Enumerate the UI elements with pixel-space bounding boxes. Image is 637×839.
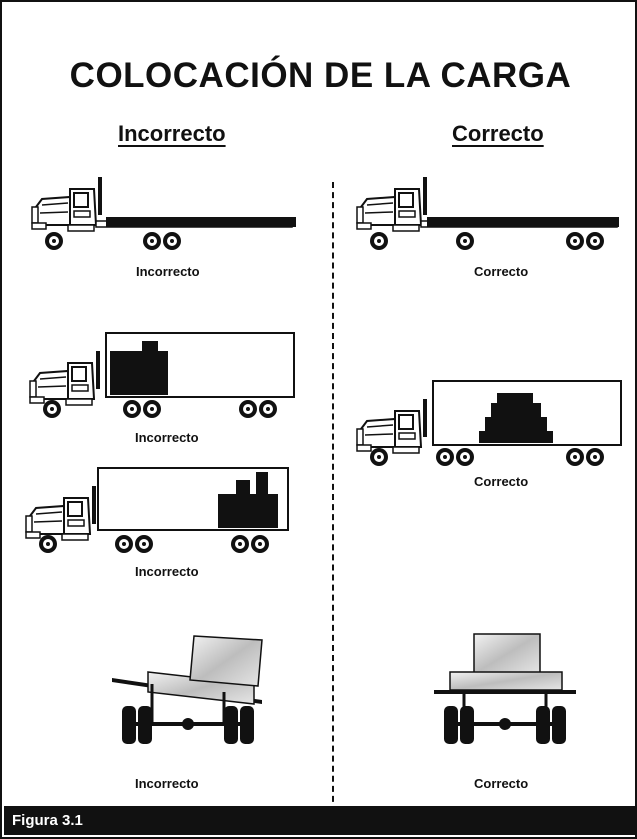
cargo-crate-lower — [449, 671, 563, 691]
wheel-left-outer — [122, 706, 136, 744]
caption-box-front-incorrect: Incorrecto — [135, 430, 199, 445]
wheel-right-outer — [552, 706, 566, 744]
heading-incorrect: Incorrecto — [118, 121, 226, 146]
cargo-load — [218, 494, 278, 528]
wheel-right-inner — [536, 706, 550, 744]
caption-box-rear-incorrect: Incorrecto — [135, 564, 199, 579]
caption-axle-correct: Correcto — [474, 776, 529, 791]
wheel-right-outer — [240, 706, 254, 744]
wheel-right-inner — [224, 706, 238, 744]
figure-title: COLOCACIÓN DE LA CARGA — [69, 56, 572, 95]
caption-axle-incorrect: Incorrecto — [135, 776, 199, 791]
caption-flatbed-incorrect: Incorrecto — [136, 264, 200, 279]
axle-platform-level-correct — [434, 633, 576, 744]
level-platform — [434, 690, 576, 694]
cargo-load — [427, 217, 619, 227]
cargo-crate-upper — [473, 633, 541, 675]
figure-label-bar: Figura 3.1 — [4, 806, 637, 835]
cargo-load — [479, 393, 553, 443]
flatbed-truck-incorrect — [31, 176, 296, 250]
cargo-crate-upper — [189, 635, 263, 687]
flatbed-truck-correct — [356, 176, 619, 250]
axle-platform-tilted-incorrect — [112, 635, 263, 744]
box-truck-load-centered-correct — [356, 380, 622, 466]
cargo-load — [106, 217, 296, 227]
caption-flatbed-correct: Correcto — [474, 264, 529, 279]
box-truck-load-front-incorrect — [29, 332, 295, 418]
cargo-load — [110, 351, 168, 395]
column-divider — [332, 182, 334, 812]
caption-box-centered-correct: Correcto — [474, 474, 529, 489]
figure-label: Figura 3.1 — [12, 812, 83, 829]
wheel-left-inner — [138, 706, 152, 744]
heading-correct: Correcto — [452, 121, 544, 146]
wheel-left-outer — [444, 706, 458, 744]
box-truck-load-rear-incorrect — [25, 467, 289, 553]
wheel-left-inner — [460, 706, 474, 744]
